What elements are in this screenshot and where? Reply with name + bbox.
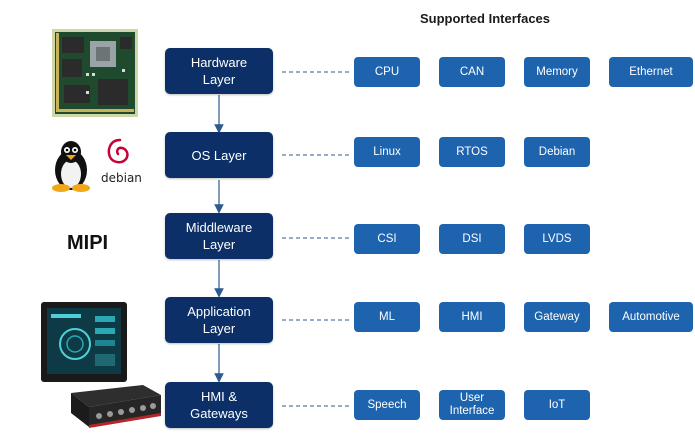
iface-gateway: Gateway [524,302,590,332]
iface-dsi: DSI [439,224,505,254]
debian-swirl-icon [107,138,129,164]
iface-ethernet: Ethernet [609,57,693,87]
layer-os: OS Layer [165,132,273,178]
iface-hmi: HMI [439,302,505,332]
linux-penguin-icon [52,141,90,192]
iface-linux: Linux [354,137,420,167]
iface-speech: Speech [354,390,420,420]
layer-hardware: Hardware Layer [165,48,273,94]
hmi-display-image [41,302,127,382]
iface-iot: IoT [524,390,590,420]
som-board-image [52,29,138,117]
layer-hmi-gateways: HMI & Gateways [165,382,273,428]
iface-user-interface: User Interface [439,390,505,420]
gateway-device-image [71,385,161,428]
supported-interfaces-heading: Supported Interfaces [419,11,551,26]
iface-csi: CSI [354,224,420,254]
iface-rtos: RTOS [439,137,505,167]
iface-memory: Memory [524,57,590,87]
iface-debian: Debian [524,137,590,167]
debian-logo-text: debian [101,171,142,185]
mipi-label: MIPI [67,232,109,254]
iface-cpu: CPU [354,57,420,87]
iface-lvds: LVDS [524,224,590,254]
iface-can: CAN [439,57,505,87]
iface-automotive: Automotive [609,302,693,332]
iface-ml: ML [354,302,420,332]
layer-application: Application Layer [165,297,273,343]
layer-middleware: Middleware Layer [165,213,273,259]
